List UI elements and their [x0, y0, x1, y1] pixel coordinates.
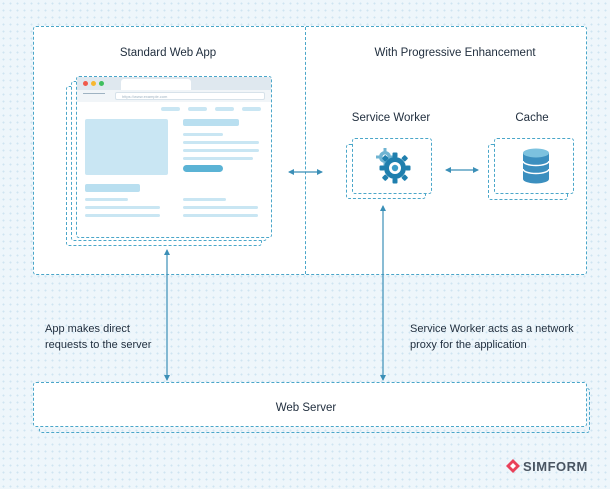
cache-label: Cache	[515, 112, 549, 124]
text-line	[183, 157, 253, 160]
text-line	[183, 206, 258, 209]
web-server-box	[33, 382, 587, 427]
text-line	[183, 198, 226, 201]
cta-button-placeholder	[183, 165, 223, 172]
service-worker-label: Service Worker	[351, 112, 431, 124]
hero-image-placeholder	[85, 119, 168, 175]
text-line	[183, 133, 223, 136]
gear-icon	[371, 143, 415, 187]
text-line	[85, 214, 160, 217]
database-icon	[520, 147, 552, 185]
text-line	[183, 141, 259, 144]
nav-arrows-icon	[83, 93, 105, 99]
text-line	[85, 206, 160, 209]
service-worker-box	[352, 138, 432, 194]
close-dot-icon	[83, 81, 88, 86]
nav-pill	[188, 107, 207, 111]
section-divider	[305, 27, 306, 274]
network-proxy-note: Service Worker acts as a network proxy f…	[410, 323, 574, 351]
nav-pill	[215, 107, 234, 111]
text-line	[85, 198, 128, 201]
maximize-dot-icon	[99, 81, 104, 86]
browser-tab	[121, 79, 191, 90]
browser-window: https://www.example.com	[76, 76, 272, 238]
address-bar: https://www.example.com	[115, 92, 265, 100]
text-line	[183, 214, 258, 217]
progressive-enhancement-title: With Progressive Enhancement	[374, 47, 536, 59]
cache-box	[494, 138, 574, 194]
simform-logo-text: SIMFORM	[523, 459, 588, 474]
address-bar-url: https://www.example.com	[122, 94, 168, 99]
simform-logo-icon	[506, 459, 520, 473]
minimize-dot-icon	[91, 81, 96, 86]
subheading-placeholder	[85, 184, 140, 192]
text-line	[183, 149, 259, 152]
standard-web-app-title: Standard Web App	[119, 47, 217, 59]
text-line	[183, 119, 239, 126]
web-server-label: Web Server	[275, 402, 337, 414]
direct-requests-note: App makes direct requests to the server	[45, 323, 152, 351]
nav-pill	[161, 107, 180, 111]
nav-pill	[242, 107, 261, 111]
